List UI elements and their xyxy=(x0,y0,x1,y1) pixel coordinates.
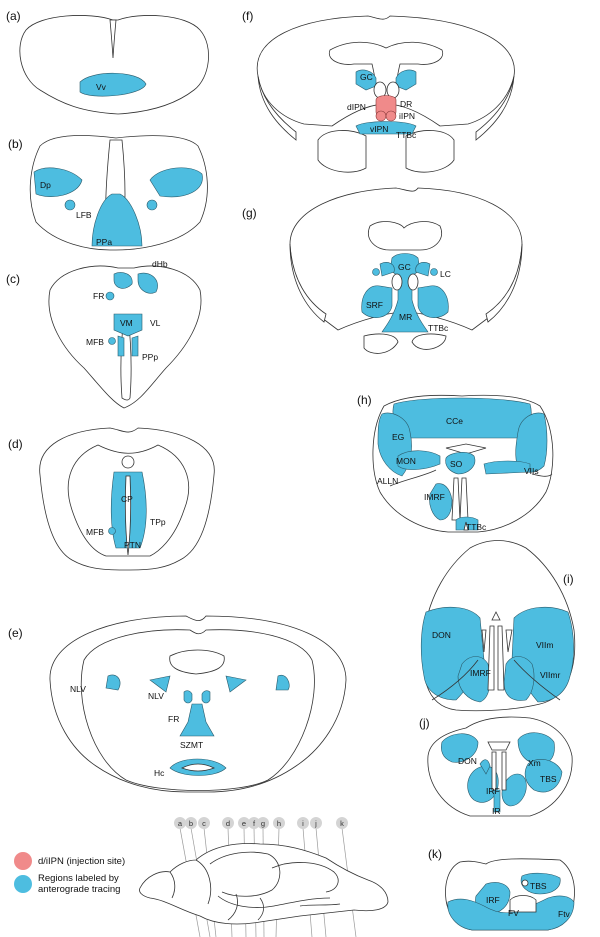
label-don-j: DON xyxy=(458,756,477,766)
section-marker-label-h: h xyxy=(277,819,281,828)
legend: d/iIPN (injection site) Regions labeled … xyxy=(14,852,125,895)
label-imrf-h: IMRF xyxy=(424,492,445,502)
legend-label-injection: d/iIPN (injection site) xyxy=(38,856,125,867)
section-f: (f) GC dIPN DR iIPN vIPN TTBc xyxy=(242,9,514,172)
label-ptn: PTN xyxy=(124,540,141,550)
label-vm: VM xyxy=(120,318,133,328)
label-ttbc-h: TTBc xyxy=(466,522,487,532)
label-viis: VIIs xyxy=(524,466,539,476)
panel-label-f: (f) xyxy=(242,9,253,23)
label-fv: FV xyxy=(508,908,519,918)
panel-label-i: (i) xyxy=(563,572,574,586)
section-marker-label-e: e xyxy=(242,819,246,828)
section-e: (e) NLV NLV FR SZMT Hc xyxy=(8,616,346,792)
panel-label-e: (e) xyxy=(8,626,23,640)
label-lc: LC xyxy=(440,269,451,279)
legend-label-labeled: Regions labeled by anterograde tracing xyxy=(38,873,121,895)
section-marker-label-j: j xyxy=(314,819,317,828)
label-cce: CCe xyxy=(446,416,463,426)
section-marker-label-k: k xyxy=(340,819,344,828)
section-d: (d) CP TPp MFB PTN xyxy=(8,428,214,570)
label-fr-e: FR xyxy=(168,714,179,724)
panel-label-a: (a) xyxy=(6,9,21,23)
section-i: (i) DON VIIm IMRF VIImr xyxy=(421,541,575,711)
label-lfb: LFB xyxy=(76,210,92,220)
section-g: (g) GC LC SRF MR TTBc xyxy=(242,188,522,353)
section-k: (k) TBS IRF FV Ftv xyxy=(428,847,574,930)
label-ttbc-f: TTBc xyxy=(396,130,417,140)
panel-label-j: (j) xyxy=(419,716,430,730)
label-alln: ALLN xyxy=(377,476,398,486)
label-gc-g: GC xyxy=(398,262,411,272)
panel-label-d: (d) xyxy=(8,437,23,451)
label-viim: VIIm xyxy=(536,640,553,650)
label-mfb-c: MFB xyxy=(86,337,104,347)
label-imrf-i: IMRF xyxy=(470,668,491,678)
label-ttbc-g: TTBc xyxy=(428,323,449,333)
label-mr: MR xyxy=(399,312,412,322)
label-dp: Dp xyxy=(40,180,51,190)
section-j: (j) DON Xm TBS IRF IR xyxy=(419,716,572,816)
section-c: (c) dHb FR VM VL MFB PPp xyxy=(6,259,201,408)
label-iipn: iIPN xyxy=(399,111,415,121)
label-tpp: TPp xyxy=(150,517,166,527)
label-don-i: DON xyxy=(432,630,451,640)
label-irf-k: IRF xyxy=(486,895,500,905)
legend-swatch-labeled xyxy=(14,875,32,893)
label-vipn: vIPN xyxy=(370,124,388,134)
legend-swatch-injection xyxy=(14,852,32,870)
label-dhb: dHb xyxy=(152,259,168,269)
label-mfb-d: MFB xyxy=(86,527,104,537)
legend-label-labeled-line2: anterograde tracing xyxy=(38,884,120,895)
label-nlv-center: NLV xyxy=(148,691,164,701)
label-so: SO xyxy=(450,459,463,469)
label-irf-j: IRF xyxy=(486,786,500,796)
section-marker-label-g: g xyxy=(261,819,265,828)
section-marker-label-c: c xyxy=(202,819,206,828)
panel-label-g: (g) xyxy=(242,206,257,220)
label-tbs-k: TBS xyxy=(530,881,547,891)
label-vv: Vv xyxy=(96,82,107,92)
label-szmt: SZMT xyxy=(180,740,203,750)
label-dipn: dIPN xyxy=(347,102,366,112)
label-gc-f: GC xyxy=(360,72,373,82)
label-cp: CP xyxy=(121,494,133,504)
label-tbs-j: TBS xyxy=(540,774,557,784)
section-b: (b) Dp LFB PPa xyxy=(8,136,207,250)
section-marker-label-b: b xyxy=(189,819,193,828)
label-dr: DR xyxy=(400,99,412,109)
section-h: (h) CCe EG MON SO VIIs ALLN IMRF TTBc xyxy=(357,393,553,532)
panel-label-c: (c) xyxy=(6,272,20,286)
label-eg: EG xyxy=(392,432,404,442)
label-ppa: PPa xyxy=(96,237,112,247)
label-xm: Xm xyxy=(528,758,541,768)
section-marker-label-d: d xyxy=(226,819,230,828)
label-ppp: PPp xyxy=(142,352,158,362)
panel-label-h: (h) xyxy=(357,393,372,407)
panel-label-k: (k) xyxy=(428,847,442,861)
label-viimr: VIImr xyxy=(540,670,560,680)
label-mon: MON xyxy=(396,456,416,466)
label-ir: IR xyxy=(492,806,501,816)
label-vl: VL xyxy=(150,318,161,328)
label-hc: Hc xyxy=(154,768,165,778)
legend-label-labeled-line1: Regions labeled by xyxy=(38,873,119,884)
label-srf: SRF xyxy=(366,300,383,310)
label-nlv-left: NLV xyxy=(70,684,86,694)
section-a: (a) Vv xyxy=(6,9,209,114)
label-fr: FR xyxy=(93,291,104,301)
label-ftv: Ftv xyxy=(558,909,571,919)
panel-label-b: (b) xyxy=(8,137,23,151)
